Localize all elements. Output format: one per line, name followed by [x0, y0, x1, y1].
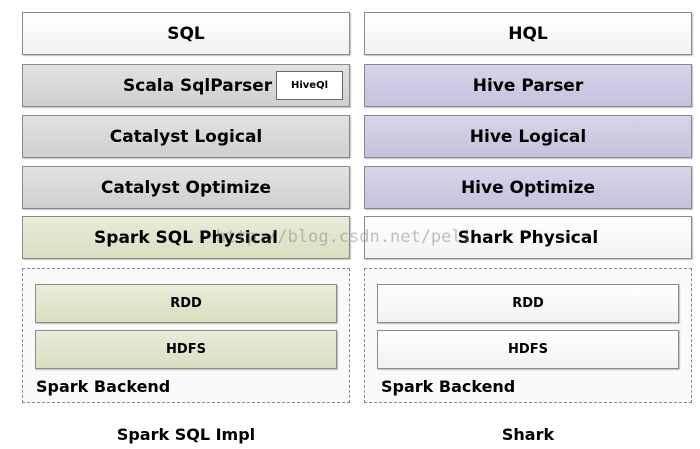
left-sql-box: SQL [22, 12, 350, 55]
right-logical-label: Hive Logical [469, 126, 587, 147]
left-logical-label: Catalyst Logical [109, 126, 263, 147]
hiveql-chip: HiveQl [276, 71, 343, 100]
left-physical-box: Spark SQL Physical [22, 216, 350, 259]
left-physical-label: Spark SQL Physical [94, 227, 278, 248]
right-caption: Shark [501, 425, 555, 444]
left-logical-box: Catalyst Logical [22, 115, 350, 158]
left-hdfs-box: HDFS [35, 330, 337, 369]
right-rdd-label: RDD [512, 296, 544, 311]
right-hdfs-label: HDFS [508, 342, 548, 357]
right-physical-box: Shark Physical [364, 216, 692, 259]
left-parser-label: Scala SqlParser [123, 75, 273, 96]
right-parser-label: Hive Parser [472, 75, 584, 96]
right-parser-box: Hive Parser [364, 64, 692, 107]
right-logical-box: Hive Logical [364, 115, 692, 158]
left-backend-label: Spark Backend [36, 377, 171, 396]
right-hdfs-box: HDFS [377, 330, 679, 369]
left-caption: Spark SQL Impl [116, 425, 256, 444]
right-backend-label: Spark Backend [381, 377, 516, 396]
left-rdd-label: RDD [170, 296, 202, 311]
right-hql-label: HQL [508, 23, 548, 44]
right-rdd-box: RDD [377, 284, 679, 323]
right-optimize-label: Hive Optimize [460, 177, 596, 198]
left-sql-label: SQL [167, 23, 205, 44]
left-rdd-box: RDD [35, 284, 337, 323]
hiveql-chip-label: HiveQl [290, 80, 329, 91]
left-optimize-label: Catalyst Optimize [100, 177, 272, 198]
left-hdfs-label: HDFS [166, 342, 206, 357]
right-hql-box: HQL [364, 12, 692, 55]
right-optimize-box: Hive Optimize [364, 166, 692, 209]
left-optimize-box: Catalyst Optimize [22, 166, 350, 209]
right-physical-label: Shark Physical [457, 227, 599, 248]
